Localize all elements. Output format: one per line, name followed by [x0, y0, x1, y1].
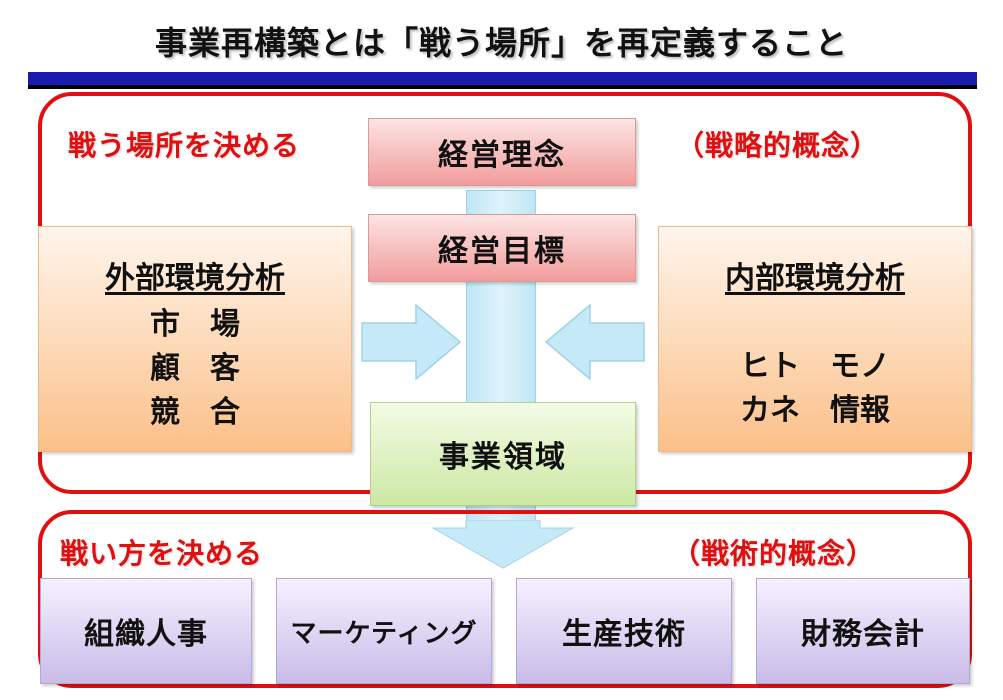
function-box-production: 生産技術 — [516, 578, 732, 684]
lower-section-label: 戦い方を決める — [60, 537, 264, 570]
left-arrow-icon — [544, 303, 645, 381]
external-item: 市 場 — [150, 307, 240, 342]
management-philosophy-text: 経営理念 — [438, 138, 566, 173]
management-goal-text: 経営目標 — [438, 234, 566, 269]
function-box-hr: 組織人事 — [40, 578, 252, 684]
function-label: 生産技術 — [562, 617, 686, 652]
external-item: 競 合 — [150, 395, 240, 430]
strategic-concept-label: （戦略的概念） — [676, 129, 880, 162]
internal-item: カネ 情報 — [740, 393, 890, 428]
function-label: 組織人事 — [84, 617, 208, 652]
title-underline-bar — [28, 72, 977, 89]
business-domain-text: 事業領域 — [439, 440, 567, 475]
upper-section-label: 戦う場所を決める — [68, 129, 301, 162]
down-arrow-icon — [431, 520, 575, 569]
external-analysis-heading: 外部環境分析 — [105, 261, 285, 296]
external-item: 顧 客 — [150, 351, 240, 386]
function-box-finance: 財務会計 — [756, 578, 970, 684]
internal-item: ヒト モノ — [740, 349, 890, 384]
management-goal-box: 経営目標 — [368, 214, 636, 282]
right-arrow-icon — [361, 303, 462, 381]
page-title: 事業再構築とは「戦う場所」を再定義すること — [154, 24, 848, 62]
function-box-marketing: マーケティング — [276, 578, 492, 684]
internal-analysis-heading: 内部環境分析 — [725, 261, 905, 296]
tactical-concept-label: （戦術的概念） — [672, 537, 876, 570]
external-analysis-box: 外部環境分析 市 場 顧 客 競 合 — [38, 226, 352, 452]
management-philosophy-box: 経営理念 — [368, 118, 636, 186]
function-label: 財務会計 — [801, 617, 925, 652]
function-label: マーケティング — [290, 618, 478, 649]
internal-analysis-box: 内部環境分析 ヒト モノ カネ 情報 — [658, 226, 972, 452]
business-domain-box: 事業領域 — [370, 402, 636, 506]
